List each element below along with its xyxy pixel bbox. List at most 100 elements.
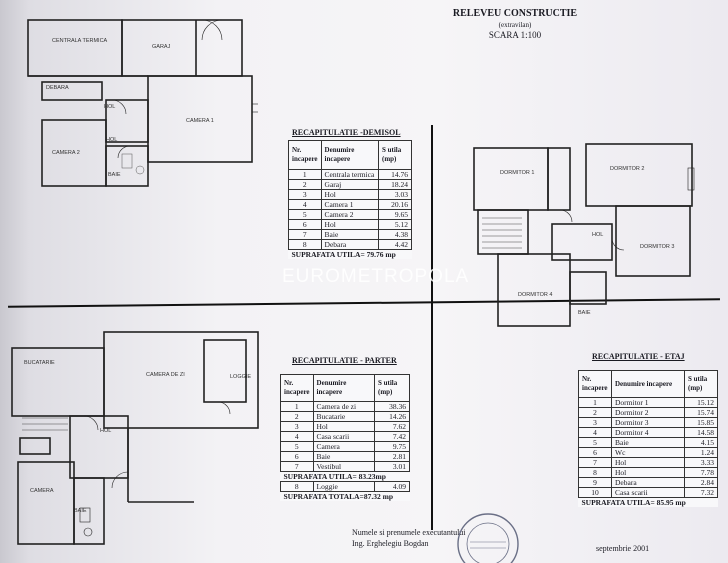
cell-name: Garaj bbox=[320, 179, 380, 190]
cell-area: 3.03 bbox=[378, 189, 412, 200]
cell-name: Baie bbox=[320, 229, 380, 240]
cell-area: 2.81 bbox=[374, 451, 410, 462]
parter-table: Nr. incapere Denumire incapere S utila (… bbox=[280, 374, 410, 501]
cell-area: 9.75 bbox=[374, 441, 410, 452]
cell-name: Dormitor 4 bbox=[611, 427, 685, 438]
cell-nr: 4 bbox=[578, 427, 612, 438]
parter-totala-total: SUPRAFATA TOTALA=87.32 mp bbox=[283, 492, 394, 501]
cell-name: Camera de zi bbox=[312, 401, 376, 412]
cell-nr: 3 bbox=[578, 417, 612, 428]
cell-nr: 8 bbox=[280, 481, 314, 492]
etaj-total: SUPRAFATA UTILA= 85.95 mp bbox=[581, 498, 686, 507]
cell-nr: 6 bbox=[578, 447, 612, 458]
cell-name: Hol bbox=[611, 467, 685, 478]
room-label-dormitor2: DORMITOR 2 bbox=[610, 166, 645, 172]
cell-nr: 9 bbox=[578, 477, 612, 488]
cell-area: 14.26 bbox=[374, 411, 410, 422]
cell-name: Camera 2 bbox=[320, 209, 380, 220]
room-label-garaj: GARAJ bbox=[152, 44, 171, 50]
cell-nr: 6 bbox=[280, 451, 314, 462]
engineer-name: Ing. Erghelegiu Bogdan bbox=[352, 539, 429, 548]
document-scale: SCARA 1:100 bbox=[488, 30, 542, 40]
watermark-text: EUROMETROPOLA bbox=[282, 266, 470, 287]
room-label-dormitor3: DORMITOR 3 bbox=[640, 244, 675, 250]
col-header-denumire: Denumire incapere bbox=[320, 140, 380, 170]
col-header-nr: Nr. incapere bbox=[578, 370, 612, 398]
room-label-centrala: CENTRALA TERMICA bbox=[52, 38, 108, 44]
vertical-divider bbox=[431, 125, 433, 530]
cell-area: 15.74 bbox=[684, 407, 718, 418]
signature-label: Numele si prenumele executantului bbox=[352, 528, 466, 537]
parter-floor-plan bbox=[11, 331, 259, 545]
room-label-hol-parter: HOL bbox=[100, 428, 112, 434]
demisol-table: Nr. incapere Denumire incapere S utila (… bbox=[288, 140, 412, 259]
cell-nr: 5 bbox=[280, 441, 314, 452]
room-label-baie-etaj: BAIE bbox=[578, 310, 591, 316]
cell-nr: 1 bbox=[578, 397, 612, 408]
demisol-table-title: RECAPITULATIE -DEMISOL bbox=[292, 128, 401, 137]
cell-area: 7.62 bbox=[374, 421, 410, 432]
cell-nr: 4 bbox=[288, 199, 322, 210]
cell-nr: 6 bbox=[288, 219, 322, 230]
room-label-camera: CAMERA bbox=[30, 488, 54, 494]
cell-nr: 8 bbox=[578, 467, 612, 478]
cell-nr: 8 bbox=[288, 239, 322, 250]
cell-area: 7.78 bbox=[684, 467, 718, 478]
cell-nr: 7 bbox=[280, 461, 314, 472]
col-header-denumire: Denumire incapere bbox=[611, 370, 685, 398]
cell-nr: 1 bbox=[280, 401, 314, 412]
cell-name: Hol bbox=[312, 421, 376, 432]
cell-nr: 5 bbox=[288, 209, 322, 220]
room-label-loggie: LOGGIE bbox=[230, 374, 252, 380]
room-label-hol-2: HOL bbox=[106, 137, 118, 143]
cell-name: Vestibul bbox=[312, 461, 376, 472]
parter-utila-total: SUPRAFATA UTILA= 83.23mp bbox=[283, 472, 386, 481]
document-title: RELEVEU CONSTRUCTIE bbox=[452, 8, 578, 19]
cell-area: 7.42 bbox=[374, 431, 410, 442]
demisol-floor-plan bbox=[27, 19, 258, 187]
etaj-floor-plan bbox=[473, 143, 695, 327]
cell-nr: 4 bbox=[280, 431, 314, 442]
cell-nr: 7 bbox=[578, 457, 612, 468]
cadastre-stamp bbox=[457, 513, 519, 563]
cell-name: Camera bbox=[312, 441, 376, 452]
cell-name: Hol bbox=[320, 189, 380, 200]
col-header-nr: Nr. incapere bbox=[280, 374, 314, 402]
room-label-hol-1: HOL bbox=[104, 104, 116, 110]
col-header-s-utila: S utila (mp) bbox=[374, 374, 410, 402]
room-label-dormitor1: DORMITOR 1 bbox=[500, 170, 535, 176]
col-header-denumire: Denumire incapere bbox=[312, 374, 376, 402]
cell-nr: 2 bbox=[578, 407, 612, 418]
cell-area: 14.76 bbox=[378, 169, 412, 180]
room-label-hol: HOL bbox=[592, 232, 604, 238]
col-header-s-utila: S utila (mp) bbox=[684, 370, 718, 398]
cell-area: 4.42 bbox=[378, 239, 412, 250]
cell-nr: 3 bbox=[288, 189, 322, 200]
cell-area: 38.36 bbox=[374, 401, 410, 412]
cell-area: 3.01 bbox=[374, 461, 410, 472]
col-header-nr: Nr. incapere bbox=[288, 140, 322, 170]
parter-table-title: RECAPITULATIE - PARTER bbox=[292, 356, 397, 365]
cell-nr: 3 bbox=[280, 421, 314, 432]
cell-nr: 7 bbox=[288, 229, 322, 240]
room-label-camera1: CAMERA 1 bbox=[186, 118, 214, 124]
